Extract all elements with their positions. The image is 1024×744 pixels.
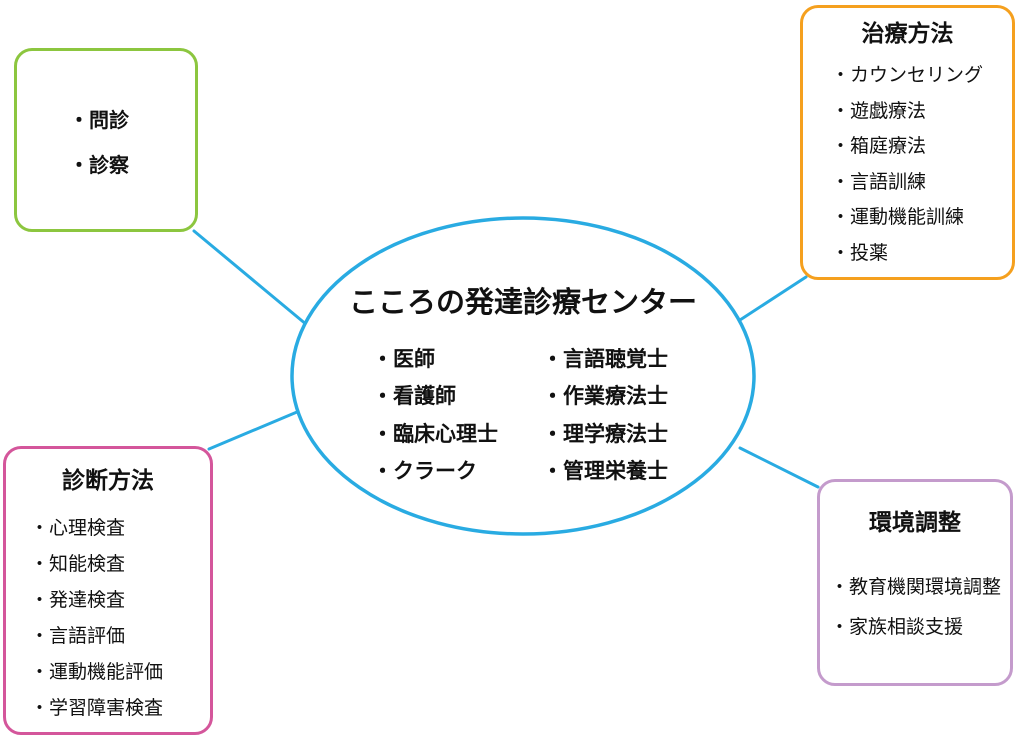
list-item: ・診察 — [69, 141, 129, 186]
connector-environment — [738, 446, 820, 489]
staff-list-right: ・言語聴覚士 ・作業療法士 ・理学療法士 ・管理栄養士 — [542, 339, 668, 489]
list-item: ・遊戯療法 — [831, 92, 983, 128]
bullet: ・ — [831, 136, 851, 158]
bullet: ・ — [30, 553, 50, 575]
list-item: ・問診 — [69, 96, 129, 141]
bullet: ・ — [542, 385, 563, 409]
bullet: ・ — [542, 422, 563, 446]
environment-box: 環境調整 ・教育機関環境調整 ・家族相談支援 — [817, 479, 1013, 686]
item-label: 知能検査 — [49, 553, 126, 575]
bullet: ・ — [831, 171, 851, 193]
list-item: ・心理検査 — [30, 508, 163, 544]
connector-diagnosis — [207, 410, 299, 451]
bullet: ・ — [542, 347, 563, 371]
treatment-title: 治療方法 — [861, 20, 954, 46]
staff-list-left: ・医師 ・看護師 ・臨床心理士 ・クラーク — [372, 339, 498, 489]
bullet: ・ — [830, 576, 850, 598]
staff-item: ・臨床心理士 — [372, 414, 498, 452]
staff-label: 管理栄養士 — [563, 460, 668, 484]
center-ellipse — [290, 216, 756, 536]
diagnosis-box: 診断方法 ・心理検査 ・知能検査 ・発達検査 ・言語評価 ・運動機能評価 ・学習… — [3, 446, 213, 735]
staff-label: 言語聴覚士 — [563, 347, 668, 371]
treatment-box: 治療方法 ・カウンセリング ・遊戯療法 ・箱庭療法 ・言語訓練 ・運動機能訓練 … — [800, 5, 1015, 280]
list-item: ・知能検査 — [30, 544, 163, 580]
list-item: ・言語訓練 — [831, 163, 983, 199]
item-label: 家族相談支援 — [849, 616, 964, 638]
item-label: 運動機能訓練 — [850, 207, 965, 229]
staff-item: ・理学療法士 — [542, 414, 668, 452]
item-label: 心理検査 — [49, 517, 126, 539]
bullet: ・ — [30, 697, 50, 719]
list-item: ・学習障害検査 — [30, 688, 163, 724]
item-label: 遊戯療法 — [850, 100, 927, 122]
staff-item: ・医師 — [372, 339, 498, 377]
list-item: ・発達検査 — [30, 580, 163, 616]
bullet: ・ — [831, 100, 851, 122]
bullet: ・ — [30, 589, 50, 611]
staff-label: 理学療法士 — [563, 422, 668, 446]
staff-label: 作業療法士 — [563, 385, 668, 409]
item-label: 学習障害検査 — [49, 697, 164, 719]
center-title: こころの発達診療センター — [348, 287, 697, 319]
item-label: 言語訓練 — [850, 171, 927, 193]
item-label: 箱庭療法 — [850, 136, 927, 158]
list-item: ・箱庭療法 — [831, 127, 983, 163]
bullet: ・ — [542, 460, 563, 484]
diagnosis-list: ・心理検査 ・知能検査 ・発達検査 ・言語評価 ・運動機能評価 ・学習障害検査 — [30, 508, 163, 724]
item-label: 投薬 — [850, 242, 889, 264]
bullet: ・ — [831, 65, 851, 87]
staff-item: ・言語聴覚士 — [542, 339, 668, 377]
list-item: ・カウンセリング — [831, 56, 983, 92]
list-item: ・家族相談支援 — [830, 605, 1001, 645]
staff-item: ・クラーク — [372, 452, 498, 490]
connector-examination — [192, 229, 309, 327]
staff-item: ・管理栄養士 — [542, 452, 668, 490]
staff-item: ・看護師 — [372, 377, 498, 415]
list-item: ・言語評価 — [30, 616, 163, 652]
item-label: 運動機能評価 — [49, 661, 164, 683]
list-item: ・投薬 — [831, 234, 983, 270]
bullet: ・ — [830, 616, 850, 638]
item-label: 問診 — [89, 110, 129, 132]
treatment-list: ・カウンセリング ・遊戯療法 ・箱庭療法 ・言語訓練 ・運動機能訓練 ・投薬 — [831, 56, 983, 269]
bullet: ・ — [30, 517, 50, 539]
environment-list: ・教育機関環境調整 ・家族相談支援 — [830, 565, 1001, 645]
bullet: ・ — [30, 661, 50, 683]
examination-list: ・問診 ・診察 — [69, 96, 129, 186]
list-item: ・教育機関環境調整 — [830, 565, 1001, 605]
staff-label: 臨床心理士 — [393, 422, 498, 446]
bullet: ・ — [372, 385, 393, 409]
staff-label: 医師 — [393, 347, 435, 371]
bullet: ・ — [372, 422, 393, 446]
item-label: 発達検査 — [49, 589, 126, 611]
environment-title: 環境調整 — [869, 509, 961, 535]
item-label: カウンセリング — [850, 65, 984, 87]
center-node: こころの発達診療センター ・医師 ・看護師 ・臨床心理士 ・クラーク ・言語聴覚… — [292, 218, 754, 534]
bullet: ・ — [372, 347, 393, 371]
bullet: ・ — [69, 155, 89, 177]
item-label: 診察 — [89, 155, 129, 177]
bullet: ・ — [831, 207, 851, 229]
item-label: 言語評価 — [49, 625, 126, 647]
bullet: ・ — [831, 242, 851, 264]
list-item: ・運動機能訓練 — [831, 198, 983, 234]
list-item: ・運動機能評価 — [30, 652, 163, 688]
examination-box: ・問診 ・診察 — [14, 48, 198, 232]
item-label: 教育機関環境調整 — [849, 576, 1002, 598]
bullet: ・ — [69, 110, 89, 132]
staff-label: クラーク — [393, 460, 477, 484]
bullet: ・ — [30, 625, 50, 647]
connector-treatment — [738, 275, 808, 322]
staff-item: ・作業療法士 — [542, 377, 668, 415]
staff-label: 看護師 — [393, 385, 456, 409]
diagnosis-title: 診断方法 — [62, 467, 154, 493]
bullet: ・ — [372, 460, 393, 484]
